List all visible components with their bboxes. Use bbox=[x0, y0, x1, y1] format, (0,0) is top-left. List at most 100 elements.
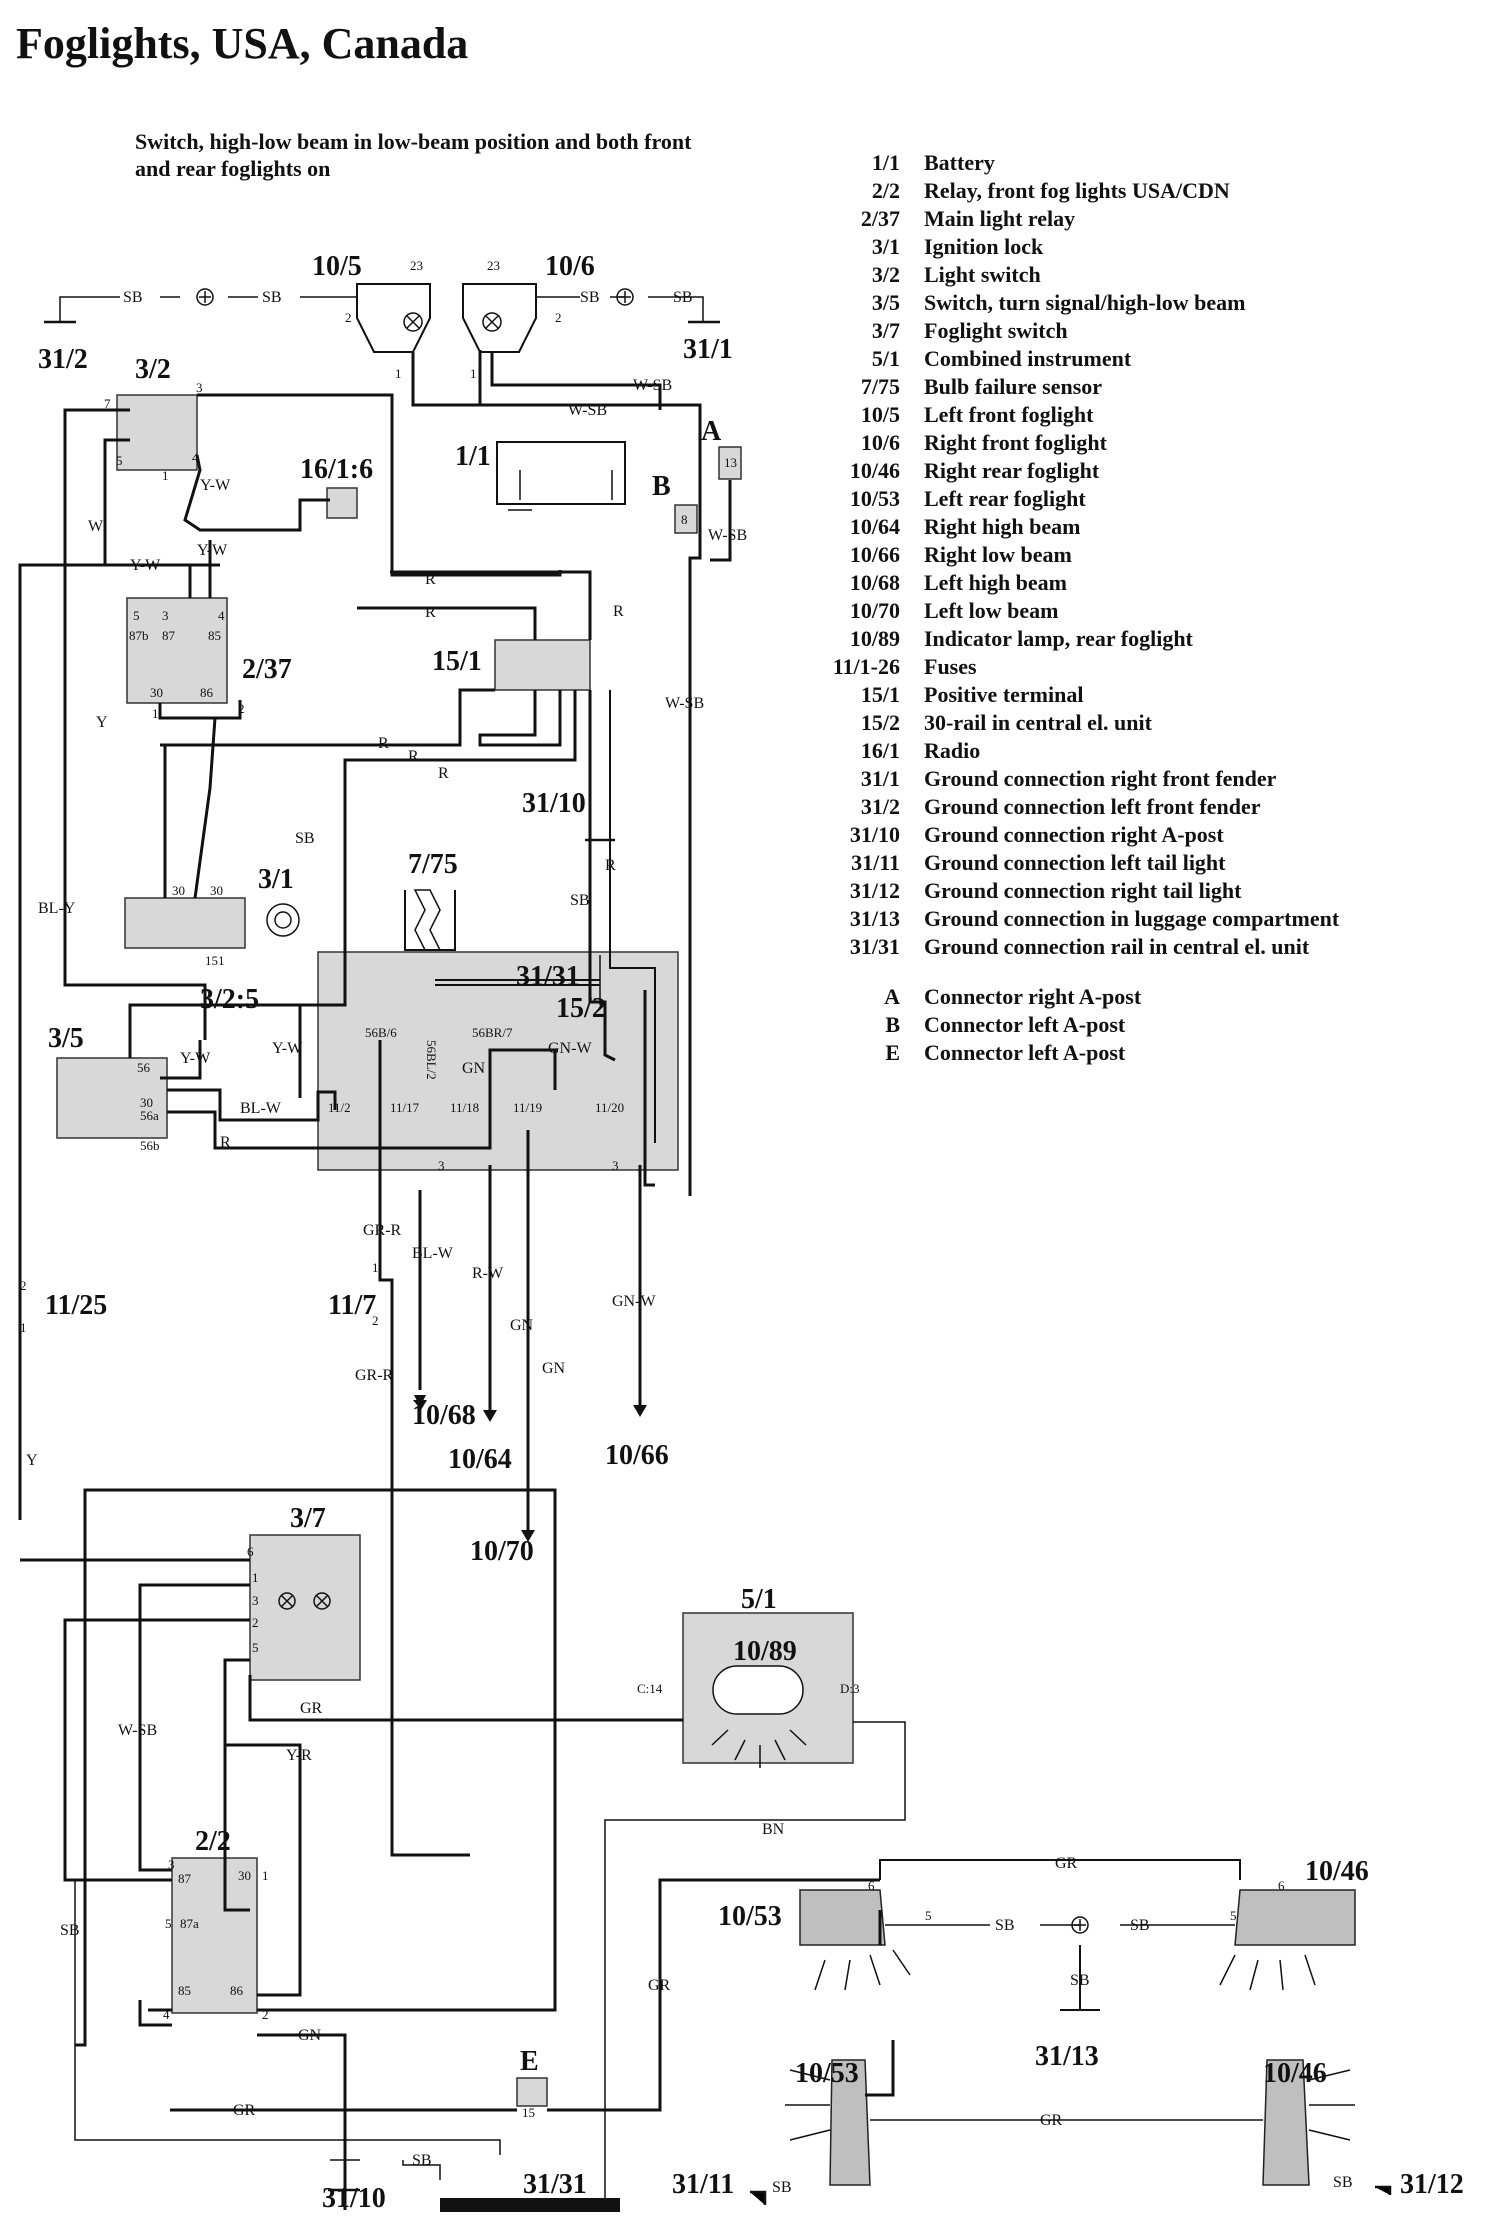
label-ground-31-10-top: 31/10 bbox=[522, 788, 586, 819]
pin-label: 85 bbox=[178, 1983, 191, 1998]
label-indicator-lamp: 10/89 bbox=[733, 1636, 797, 1667]
light-switch-box bbox=[116, 394, 198, 471]
pin-label: C:14 bbox=[637, 1681, 663, 1696]
wire-label-gr: GR bbox=[648, 1977, 671, 1994]
diagram-subtitle: Switch, high-low beam in low-beam positi… bbox=[135, 129, 692, 181]
legend-description: Ground connection right tail light bbox=[924, 878, 1242, 903]
label-battery: 1/1 bbox=[455, 441, 491, 472]
wire-label-sb: SB bbox=[295, 830, 315, 847]
wire-label-r: R bbox=[425, 604, 436, 621]
positive-terminal-box bbox=[494, 639, 591, 691]
wire-label-r: R bbox=[408, 748, 419, 765]
legend-code: 3/7 bbox=[871, 318, 900, 343]
pin-label: 1 bbox=[20, 1320, 27, 1335]
legend-code: B bbox=[885, 1012, 900, 1037]
wire-label-r: R bbox=[605, 857, 616, 874]
front-fog-relay-box bbox=[171, 1857, 258, 2014]
label-ground-31-1: 31/1 bbox=[683, 334, 733, 365]
label-light-switch: 3/2 bbox=[135, 354, 171, 385]
pin-label: 5 bbox=[116, 453, 123, 468]
fuse-label: 11/19 bbox=[513, 1100, 542, 1115]
legend-code: 3/1 bbox=[871, 234, 900, 259]
pin-label: 7 bbox=[104, 396, 111, 411]
pin-label: 2 bbox=[555, 310, 562, 325]
pin-label: 86 bbox=[230, 1983, 244, 1998]
fuse-label: 11/2 bbox=[328, 1100, 351, 1115]
legend-code: 15/2 bbox=[860, 710, 900, 735]
radio-connector-box bbox=[326, 487, 358, 519]
legend-description: Ground connection right front fender bbox=[924, 766, 1277, 791]
main-light-relay-box bbox=[126, 597, 228, 704]
legend-description: Ground connection right A-post bbox=[924, 822, 1224, 847]
legend-code: 31/1 bbox=[860, 766, 900, 791]
pin-label: 151 bbox=[205, 953, 225, 968]
pin-label: 1 bbox=[470, 366, 477, 381]
pin-label: 30 bbox=[172, 883, 185, 898]
wire-label-sb: SB bbox=[60, 1922, 80, 1939]
wire-label-w-sb: W-SB bbox=[665, 695, 704, 712]
label-connector-a: A bbox=[701, 416, 722, 447]
pin-label: 87 bbox=[178, 1871, 192, 1886]
legend-code: 3/2 bbox=[871, 262, 900, 287]
wire-label-y-w: Y-W bbox=[130, 557, 161, 574]
central-el-unit-box bbox=[317, 951, 679, 1171]
pin-label: 2 bbox=[252, 1615, 259, 1630]
label-positive-terminal: 15/1 bbox=[432, 646, 482, 677]
legend-code: 5/1 bbox=[871, 346, 900, 371]
label-fuse-11-7: 11/7 bbox=[328, 1290, 376, 1321]
pin-label: 87b bbox=[129, 628, 149, 643]
wire-label-bl-w: BL-W bbox=[240, 1100, 282, 1117]
wire-label-y-w: Y-W bbox=[180, 1050, 211, 1067]
legend-description: Left front foglight bbox=[924, 402, 1094, 427]
wire-label-gr: GR bbox=[1040, 2112, 1063, 2129]
label-left-front-foglight: 10/5 bbox=[312, 251, 362, 282]
label-right-front-foglight: 10/6 bbox=[545, 251, 595, 282]
wire-label-sb: SB bbox=[412, 2152, 432, 2169]
legend-description: Left high beam bbox=[924, 570, 1067, 595]
pin-label: 3 bbox=[168, 1857, 175, 1872]
wire-label-r-w: R-W bbox=[472, 1265, 504, 1282]
label-ignition-lock: 3/1 bbox=[258, 864, 294, 895]
legend-row: 31/1 Ground connection right front fender bbox=[790, 766, 1339, 794]
legend-code: 10/6 bbox=[860, 430, 900, 455]
legend-description: Right high beam bbox=[924, 514, 1081, 539]
pin-label: 2 bbox=[345, 310, 352, 325]
legend-description: Connector right A-post bbox=[924, 984, 1142, 1009]
wire-label-gn: GN bbox=[510, 1317, 534, 1334]
pin-label: 8 bbox=[681, 512, 688, 527]
connector-a-box bbox=[718, 446, 742, 480]
wire-label-y: Y bbox=[96, 714, 108, 731]
pin-label: 3 bbox=[196, 380, 203, 395]
legend-description: Right rear foglight bbox=[924, 458, 1100, 483]
label-ground-31-13: 31/13 bbox=[1035, 2041, 1099, 2072]
pin-label: 13 bbox=[724, 455, 737, 470]
wire-label-sb: SB bbox=[123, 289, 143, 306]
label-connector-e: E bbox=[520, 2046, 539, 2077]
wire-label-sb: SB bbox=[580, 289, 600, 306]
indicator-lamp-housing bbox=[712, 1665, 804, 1715]
pin-label: 30 bbox=[238, 1868, 251, 1883]
pin-label: 1 bbox=[395, 366, 402, 381]
pin-label: 30 bbox=[150, 685, 163, 700]
legend-description: Relay, front fog lights USA/CDN bbox=[924, 178, 1230, 203]
foglight-switch-box bbox=[249, 1534, 361, 1681]
legend-code: 10/46 bbox=[849, 458, 900, 483]
turn-signal-switch-box bbox=[56, 1057, 168, 1139]
label-ground-rail-bottom: 31/31 bbox=[523, 2169, 587, 2200]
legend-code: A bbox=[884, 984, 900, 1009]
legend-code: 1/1 bbox=[871, 150, 900, 175]
